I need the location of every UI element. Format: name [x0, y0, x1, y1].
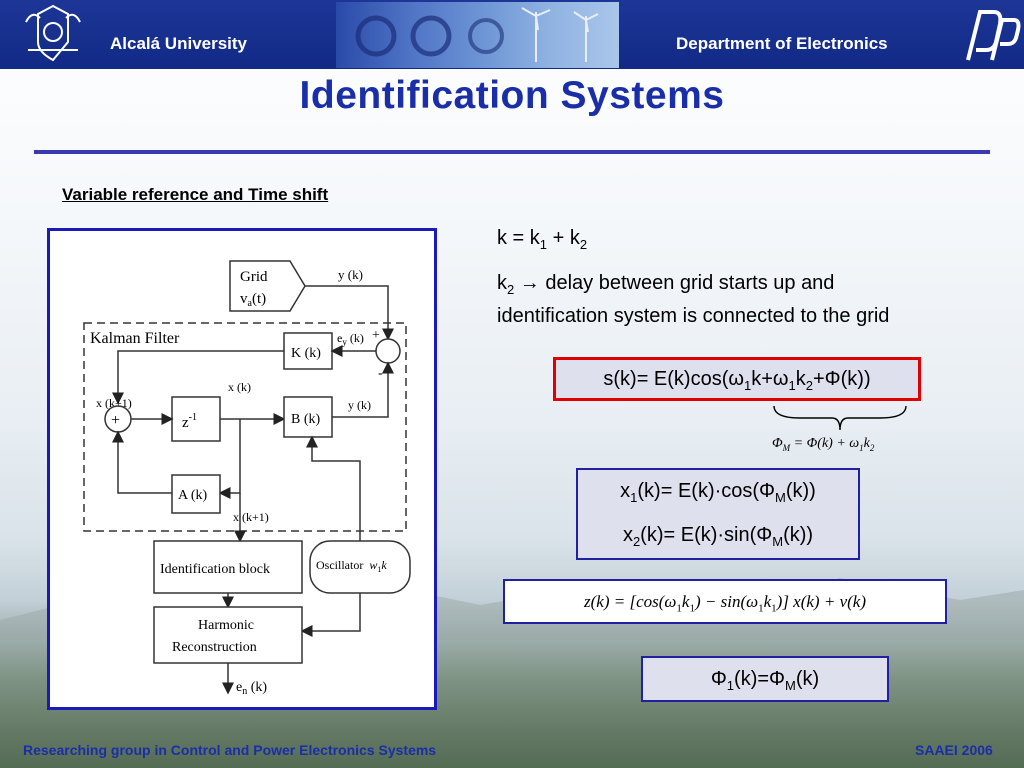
gain-block-label: K (k)	[291, 346, 321, 361]
harmonic-output-label: en (k)	[236, 680, 267, 697]
identification-block-label: Identification block	[160, 562, 270, 577]
kalman-block-diagram: Grid va(t) y (k) Kalman Filter + - ey (k…	[47, 228, 437, 710]
phase-m-formula: ΦM = Φ(k) + ω1k2	[772, 436, 875, 453]
grid-block	[229, 260, 306, 312]
page-title: Identification Systems	[299, 74, 725, 117]
title-divider	[34, 150, 990, 154]
output-block-label: B (k)	[291, 412, 321, 427]
grid-label: Grid	[240, 269, 268, 285]
junction-plus: +	[372, 328, 380, 343]
phase-initial-formula: Φ1(k)=ΦM(k)	[641, 656, 889, 702]
state-variables-box: x1(k)= E(k)·cos(ΦM(k)) x2(k)= E(k)·sin(Φ…	[576, 468, 860, 560]
department-logo-icon	[966, 10, 1021, 61]
kalman-filter-label: Kalman Filter	[90, 330, 180, 347]
department-name: Department of Electronics	[676, 34, 888, 53]
signal-model-formula: s(k)= E(k)cos(ω1k+ω1k2+Φ(k))	[553, 357, 921, 401]
state-matrix-label: A (k)	[178, 488, 208, 503]
junction-minus: -	[378, 366, 383, 381]
reconstruction-label: Reconstruction	[172, 640, 257, 655]
k2-description: k2 → delay between grid starts up and id…	[497, 272, 890, 327]
x2-formula: x2(k)= E(k)·sin(ΦM(k))	[622, 524, 814, 549]
footer-research-group: Researching group in Control and Power E…	[23, 742, 437, 758]
header-bar: Alcalá University Department of Electron…	[0, 0, 1024, 69]
measurement-equation-box: z(k) = [cos(ω1k1) − sin(ω1k1)] x(k) + v(…	[503, 579, 947, 624]
university-name: Alcalá University	[110, 34, 248, 53]
state-matrix-block	[171, 474, 221, 514]
grid-output-label: y (k)	[338, 267, 363, 282]
estimated-output-label: y (k)	[348, 398, 371, 412]
state-summing-plus: +	[111, 412, 120, 429]
university-crest-icon	[25, 4, 81, 62]
section-subtitle: Variable reference and Time shift	[62, 185, 329, 204]
kalman-filter-region	[83, 322, 407, 532]
output-block	[283, 396, 333, 438]
k-definition: k = k1 + k2	[497, 227, 588, 252]
harmonic-reconstruction-block	[153, 606, 303, 664]
error-label: ey (k)	[337, 331, 364, 347]
phase-brace	[773, 405, 907, 431]
x1-formula: x1(k)= E(k)·cos(ΦM(k))	[620, 480, 816, 505]
state-output-label: x (k+1)	[233, 510, 269, 524]
header-banner-image	[336, 2, 619, 68]
state-estimate-label: x (k)	[228, 380, 251, 394]
harmonic-label: Harmonic	[198, 618, 254, 633]
grid-voltage-label: va(t)	[240, 291, 266, 309]
footer-conference: SAAEI 2006	[915, 742, 993, 758]
delay-block-label: z-1	[182, 412, 197, 431]
